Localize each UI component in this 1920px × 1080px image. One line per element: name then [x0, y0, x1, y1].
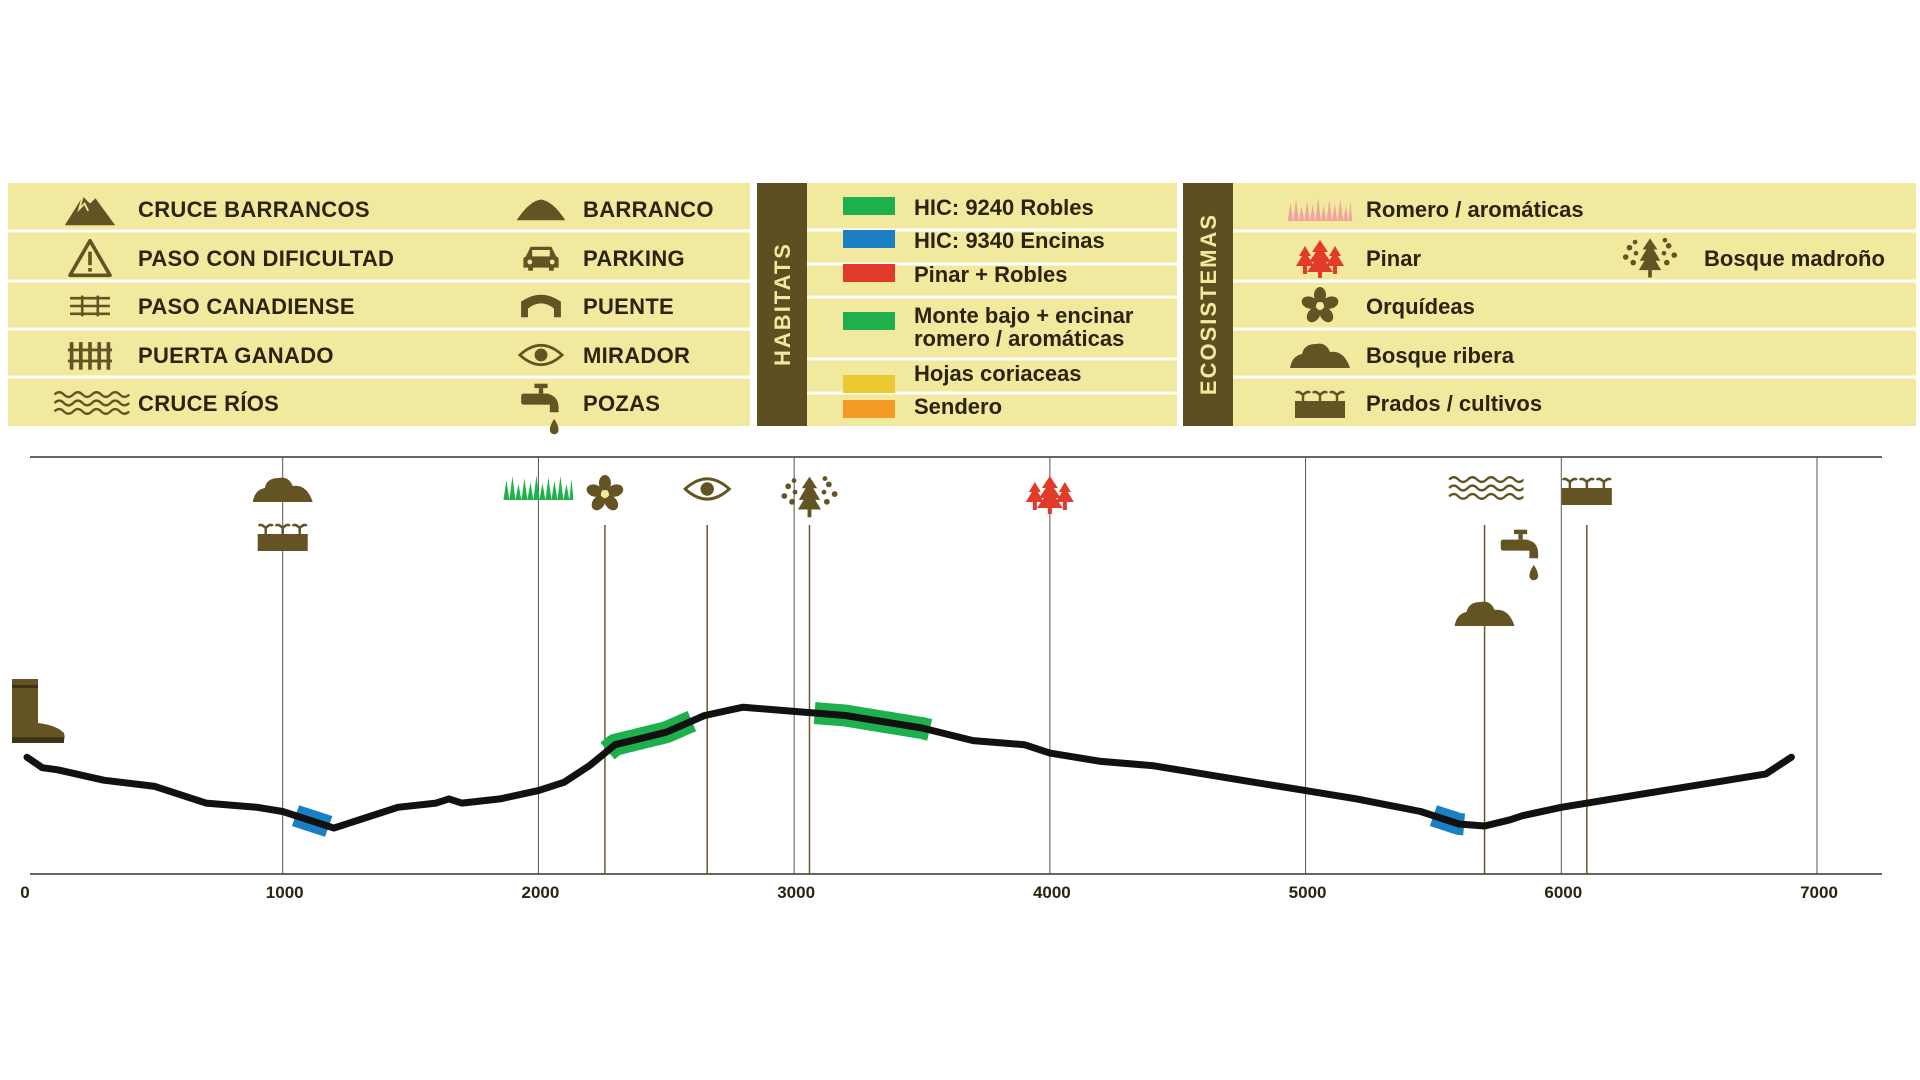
legend-label: Bosque madroño	[1704, 246, 1885, 271]
legend-label: romero / aromáticas	[914, 326, 1124, 351]
legend-label: PASO CON DIFICULTAD	[138, 246, 394, 271]
x-tick-label: 0	[20, 883, 29, 902]
habitat-swatch	[843, 264, 895, 282]
eye-icon	[683, 477, 731, 501]
legend-label: Prados / cultivos	[1366, 391, 1542, 416]
elevation-profile-chart: 0 1000 2000 3000 4000 5000 6000 7000	[12, 456, 1882, 902]
legend-label: Monte bajo + encinar	[914, 303, 1134, 328]
x-tick-label: 2000	[522, 883, 560, 902]
legend-label: POZAS	[583, 391, 660, 416]
legend-label: PUERTA GANADO	[138, 343, 334, 368]
legend-label: PARKING	[583, 246, 685, 271]
ecosistemas-title: ECOSISTEMAS	[1196, 213, 1221, 395]
crops-icon	[1293, 390, 1347, 419]
tap-icon	[1500, 529, 1539, 581]
crops-icon	[256, 523, 309, 552]
habitat-swatch	[843, 197, 895, 215]
crops-icon	[1560, 477, 1614, 506]
habitat-swatch	[843, 375, 895, 393]
x-tick-label: 5000	[1289, 883, 1327, 902]
x-tick-label: 4000	[1033, 883, 1071, 902]
waves-icon	[1447, 476, 1524, 500]
legend-label: BARRANCO	[583, 197, 714, 222]
symbol-legend-panel: CRUCE BARRANCOS PASO CON DIFICULTAD PASO C…	[8, 183, 750, 435]
boot-icon	[12, 679, 65, 743]
legend-label: HIC: 9240 Robles	[914, 195, 1094, 220]
legend-label: CRUCE BARRANCOS	[138, 197, 370, 222]
legend-label: PUENTE	[583, 294, 674, 319]
legend-label: Pinar	[1366, 246, 1421, 271]
habitat-swatch	[843, 400, 895, 418]
ecosistemas-legend-panel: ECOSISTEMAS Romero / aromáticasPinarOrqu…	[1183, 183, 1916, 426]
habitat-swatch	[843, 230, 895, 248]
cattle-grid-icon	[68, 294, 112, 318]
x-tick-label: 1000	[266, 883, 304, 902]
legend-label: HIC: 9340 Encinas	[914, 228, 1105, 253]
habitats-title: HABITATS	[770, 242, 795, 366]
flower-icon	[584, 475, 625, 513]
legend: CRUCE BARRANCOS PASO CON DIFICULTAD PASO C…	[8, 183, 1916, 435]
legend-label: PASO CANADIENSE	[138, 294, 355, 319]
pine-icon	[1025, 476, 1074, 514]
x-tick-label: 6000	[1544, 883, 1582, 902]
legend-label: Romero / aromáticas	[1366, 197, 1584, 222]
legend-label: Hojas coriaceas	[914, 361, 1082, 386]
elevation-profile-line	[23, 703, 1795, 832]
x-tick-label: 3000	[777, 883, 815, 902]
bush-icon	[1454, 601, 1515, 626]
legend-label: Orquídeas	[1366, 294, 1475, 319]
legend-label: Pinar + Robles	[914, 262, 1067, 287]
x-tick-label: 7000	[1800, 883, 1838, 902]
bush-icon	[252, 477, 313, 502]
legend-label: Sendero	[914, 394, 1002, 419]
legend-label: MIRADOR	[583, 343, 690, 368]
legend-label: CRUCE RÍOS	[138, 391, 279, 416]
legend-label: Bosque ribera	[1366, 343, 1515, 368]
madrono-icon	[781, 476, 838, 518]
habitat-swatch	[843, 312, 895, 330]
